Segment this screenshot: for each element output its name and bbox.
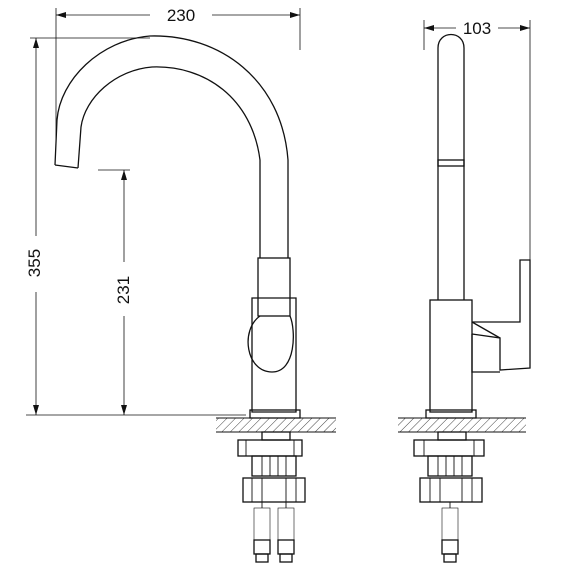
side-lever-base bbox=[471, 334, 500, 373]
countertop-side bbox=[398, 409, 526, 433]
spout-height-dimension: 231 bbox=[98, 169, 133, 415]
mounting-hardware-side bbox=[413, 431, 485, 503]
countertop-front bbox=[216, 409, 336, 433]
supply-hose-side bbox=[441, 502, 459, 563]
side-faucet-body bbox=[429, 299, 473, 413]
side-lever bbox=[471, 259, 531, 371]
width-dimension-side: 103 bbox=[423, 19, 531, 270]
spout-tip bbox=[54, 164, 79, 169]
side-width-label: 103 bbox=[463, 19, 491, 38]
supply-hoses-front bbox=[253, 502, 295, 563]
lever-handle bbox=[257, 257, 291, 317]
side-lever-joint bbox=[471, 321, 501, 339]
faucet-body bbox=[251, 297, 297, 413]
front-width-label: 230 bbox=[167, 6, 195, 25]
side-spout-ring bbox=[437, 159, 465, 167]
spout-gooseneck bbox=[54, 35, 289, 258]
side-spout-column bbox=[437, 33, 465, 300]
spout-height-label: 231 bbox=[114, 276, 133, 304]
width-dimension-front: 230 bbox=[55, 6, 301, 140]
front-view: 230 355 231 bbox=[25, 6, 336, 563]
total-height-dimension: 355 bbox=[25, 37, 246, 416]
spout-inner-curve bbox=[77, 66, 261, 258]
side-view: 103 bbox=[398, 19, 531, 563]
total-height-label: 355 bbox=[25, 249, 44, 277]
cartridge-dome bbox=[247, 315, 294, 373]
mounting-hardware-front bbox=[237, 431, 306, 503]
